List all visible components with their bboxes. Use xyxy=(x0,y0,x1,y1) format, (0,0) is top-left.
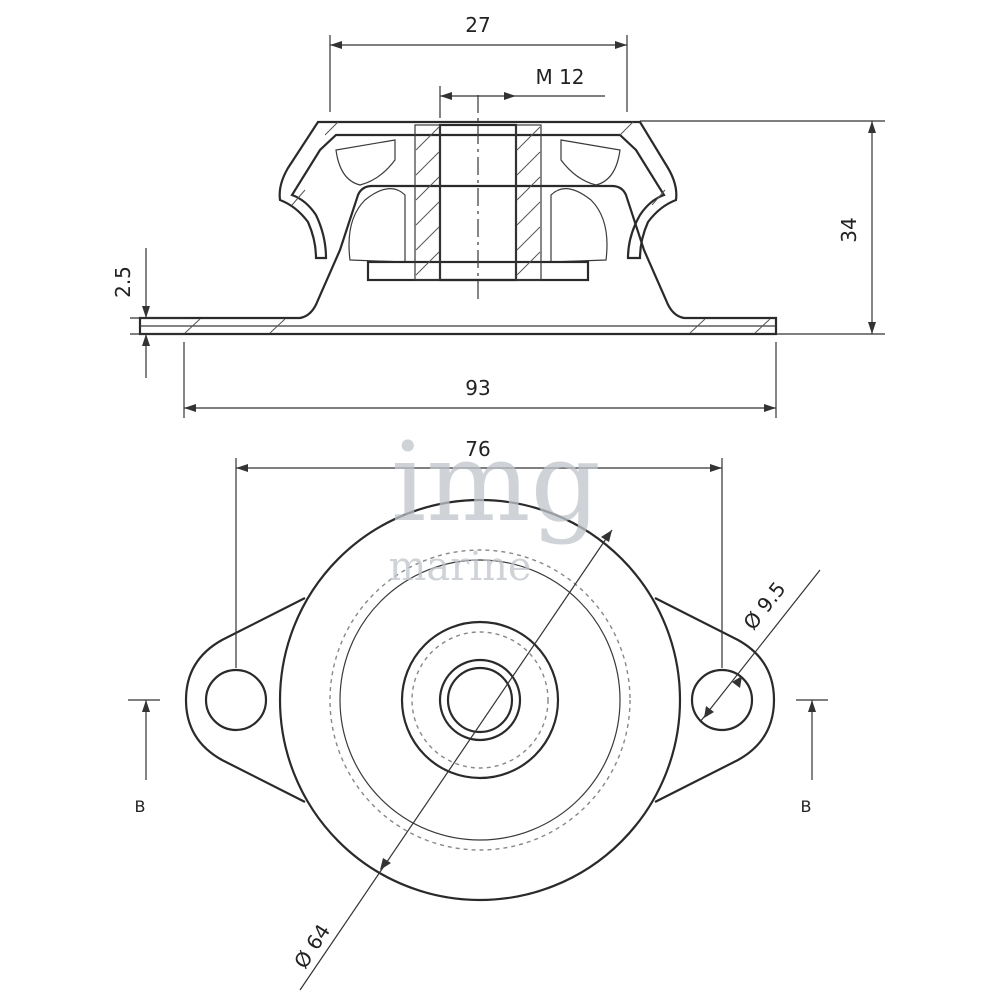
cap-circle xyxy=(400,620,560,780)
dim-hole-diameter-label: Ø 9.5 xyxy=(738,577,790,634)
dim-plate-thickness: 2.5 xyxy=(111,248,185,378)
rubber-left-lower xyxy=(348,188,406,263)
bushing-wall-right xyxy=(515,124,542,281)
mounting-hole-left xyxy=(204,668,268,732)
watermark-logo: img marine xyxy=(388,418,601,590)
dim-plate-thickness-label: 2.5 xyxy=(111,266,135,298)
section-marker-right: B xyxy=(796,699,828,816)
rubber-right-lower xyxy=(550,188,608,263)
mounting-hole-right xyxy=(690,668,754,732)
section-marker-left: B xyxy=(128,699,160,816)
dim-base-length-label: 93 xyxy=(465,376,490,400)
bushing-circle xyxy=(438,658,522,742)
base-plate-outline xyxy=(138,184,778,336)
body-inner-circle xyxy=(339,559,621,841)
rubber-left-upper xyxy=(335,139,396,186)
dim-hole-spacing: 76 xyxy=(235,437,723,668)
dim-top-width-label: 27 xyxy=(465,13,490,37)
watermark-sub: marine xyxy=(388,544,531,590)
dim-height-label: 34 xyxy=(837,217,861,242)
dim-thread-label: M 12 xyxy=(535,65,584,89)
flange-lobes xyxy=(184,597,776,803)
outer-cap-shell xyxy=(278,120,678,260)
section-marker-left-label: B xyxy=(135,797,146,816)
dim-hole-spacing-label: 76 xyxy=(465,437,490,461)
dim-base-length: 93 xyxy=(183,342,777,418)
dim-thread: M 12 xyxy=(439,65,605,118)
section-hatching xyxy=(184,121,771,334)
dim-top-width: 27 xyxy=(329,13,628,112)
body-outer-circle xyxy=(278,498,682,902)
thread-hole xyxy=(446,666,514,734)
dim-body-diameter: Ø 64 xyxy=(289,529,613,991)
dim-body-diameter-label: Ø 64 xyxy=(289,920,335,973)
dim-height: 34 xyxy=(640,120,885,335)
body-dashed-circle xyxy=(329,549,631,851)
cap-dashed-circle xyxy=(411,631,549,769)
dim-hole-diameter: Ø 9.5 xyxy=(699,569,821,723)
rubber-right-upper xyxy=(560,139,621,186)
side-section-view: 27 M 12 34 2.5 xyxy=(111,13,885,418)
bushing-wall-left xyxy=(414,124,441,281)
section-marker-right-label: B xyxy=(801,797,812,816)
watermark-brand: img xyxy=(391,418,601,546)
